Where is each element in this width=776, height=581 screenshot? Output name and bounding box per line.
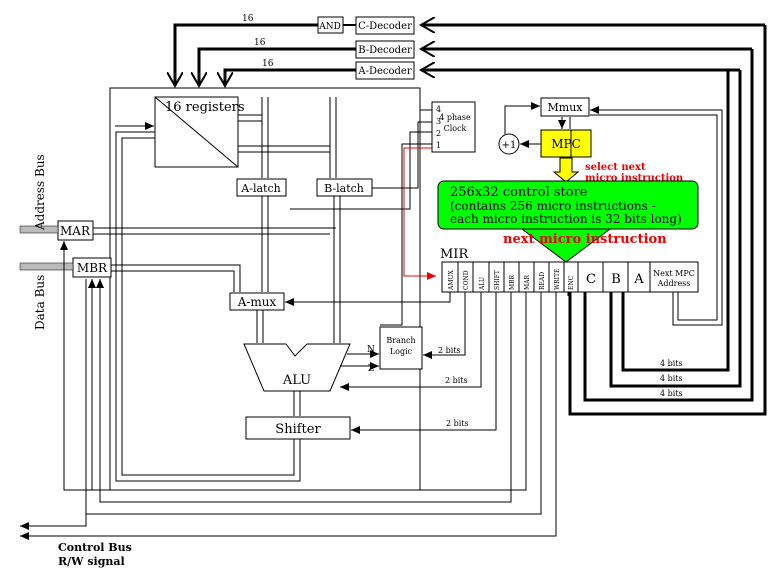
mir-field-mar: MAR	[524, 275, 531, 290]
shift-bits: 2 bits	[446, 419, 469, 428]
control-store-arrow	[520, 228, 612, 263]
and-gate-label: AND	[318, 22, 341, 32]
a-bus-width: 16	[262, 59, 274, 69]
alu	[243, 343, 351, 392]
c-decoder	[355, 16, 415, 35]
select-next-label-1: select next	[585, 162, 646, 173]
mir-a-field: A	[633, 272, 644, 287]
incrementer	[498, 133, 520, 155]
clock-title-1: 4 phase	[439, 113, 471, 122]
select-next-label-2: micro instruction	[585, 173, 684, 184]
mmux-label: Mmux	[548, 101, 584, 114]
mpc	[540, 129, 592, 158]
b-decoder	[355, 40, 415, 59]
clock-phase-2: 2	[436, 129, 441, 138]
register-file-label: 16 registers	[165, 100, 245, 115]
data-buses	[93, 97, 341, 482]
rw-signal-label: R/W signal	[58, 555, 125, 568]
mir-field-amux: AMUX	[448, 269, 455, 291]
c-field-bits: 4 bits	[660, 389, 683, 398]
b-field-bits: 4 bits	[660, 374, 683, 383]
b-latch	[316, 178, 373, 197]
incrementer-label: +1	[502, 140, 517, 151]
mir-next-2: Address	[657, 279, 691, 288]
clock-phase-3: 3	[436, 117, 441, 126]
mir-field-mbr: MBR	[509, 274, 516, 290]
alu-bits: 2 bits	[445, 376, 468, 385]
control-store-line-1: 256x32 control store	[450, 185, 588, 200]
branch-logic	[379, 326, 423, 370]
mir-field-shift: SHIFT	[494, 270, 501, 290]
cond-bits: 2 bits	[438, 346, 461, 355]
mpc-label: MPC	[551, 137, 581, 151]
mir-field-alu: ALU	[479, 277, 486, 291]
clock-title-2: Clock	[444, 124, 467, 133]
b-decoder-label: B-Decoder	[358, 45, 412, 56]
shifter-label: Shifter	[275, 422, 321, 437]
data-bus-label: Data Bus	[33, 275, 47, 330]
b-latch-label: B-latch	[324, 182, 364, 195]
clock-phase-4: 4	[436, 105, 441, 114]
a-latch-label: A-latch	[240, 182, 280, 195]
mir-next-1: Next MPC	[653, 269, 695, 278]
mir-field-read: READ	[539, 272, 546, 290]
clock-phase-1: 1	[436, 141, 441, 150]
mir-field-enc: ENC	[568, 275, 575, 290]
mir-field-write: WRITE	[554, 269, 561, 290]
and-gate: AND	[317, 16, 344, 34]
alu-label: ALU	[282, 373, 311, 388]
mir-c-field: C	[586, 272, 596, 287]
control-store-line-2: (contains 256 micro instructions -	[450, 199, 656, 213]
mir-label: MIR	[440, 247, 469, 262]
mir-b-field: B	[611, 272, 621, 287]
a-decoder-label: A-Decoder	[357, 66, 411, 77]
mbr-label: MBR	[77, 261, 108, 275]
a-decoder	[355, 61, 415, 80]
clock	[431, 101, 476, 153]
address-bus-label: Address Bus	[33, 154, 47, 231]
mir-fields: AMUX COND ALU SHIFT MBR MAR READ WRITE ENC	[448, 269, 575, 291]
c-bus-width: 16	[242, 14, 254, 24]
decoder-buses	[175, 25, 767, 416]
c-decoder-label: C-Decoder	[358, 21, 412, 32]
mir	[441, 261, 699, 293]
mmux	[540, 97, 590, 117]
mar-label: MAR	[60, 224, 91, 238]
mir-field-cond: COND	[463, 270, 470, 290]
a-mux-label: A-mux	[237, 295, 277, 309]
branch-label-2: Logic	[390, 347, 413, 356]
control-bus-label: Control Bus	[58, 541, 132, 554]
shifter	[245, 416, 351, 440]
branch-label-1: Branch	[386, 336, 415, 345]
a-field-bits: 4 bits	[660, 359, 683, 368]
b-bus-width: 16	[254, 38, 266, 48]
next-micro-label: next micro instruction	[503, 232, 667, 247]
control-lines	[20, 130, 572, 540]
control-store-line-3: each micro instruction is 32 bits long)	[450, 212, 682, 226]
